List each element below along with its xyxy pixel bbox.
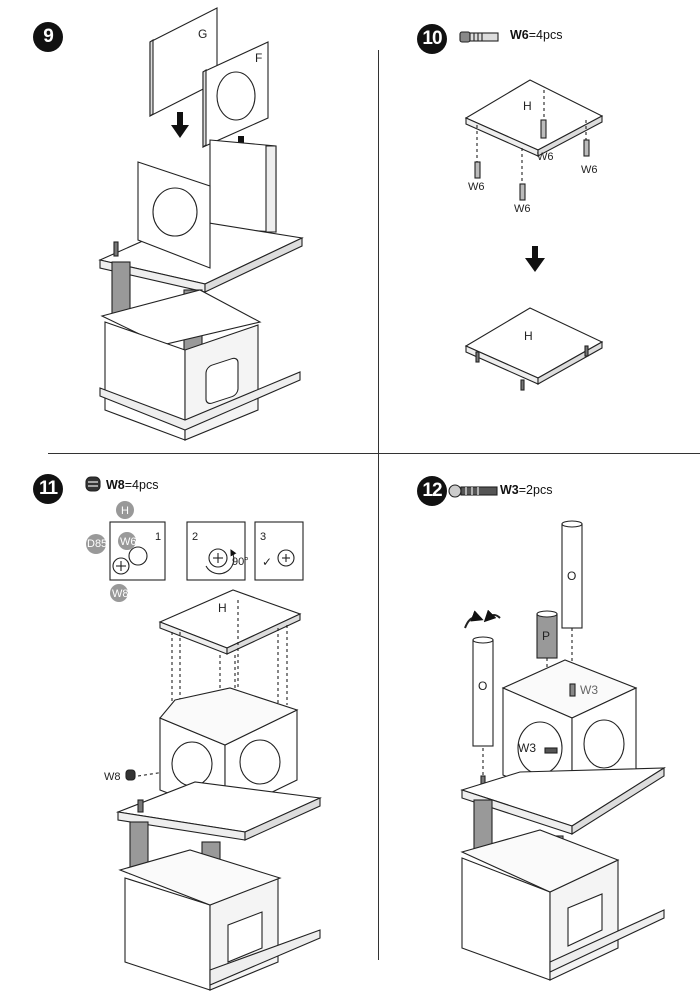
- cam-lock-w8: [125, 769, 136, 781]
- svg-text:W8: W8: [112, 588, 129, 600]
- svg-text:W3: W3: [518, 741, 536, 755]
- step-10-illustration: H W6 W6 W6 W6 H: [459, 31, 604, 391]
- step-10-parts: W6=4pcs: [510, 28, 562, 42]
- step-12-badge: 12: [417, 476, 447, 506]
- screw-w3: [569, 683, 576, 697]
- svg-text:H: H: [218, 601, 227, 615]
- cam-lock-w8-icon: [85, 476, 101, 492]
- svg-text:H: H: [523, 99, 532, 113]
- part-qty: =4pcs: [528, 28, 563, 42]
- svg-text:1: 1: [155, 531, 161, 543]
- svg-text:W6: W6: [581, 164, 598, 176]
- detail-inset-1: 1: [109, 521, 166, 581]
- down-arrow-icon: [525, 246, 545, 272]
- rotate-arrow-icon: [464, 610, 484, 629]
- svg-text:3: 3: [260, 531, 266, 543]
- detail-inset-2: 2 90°: [186, 521, 249, 581]
- panel-g-label: G: [198, 27, 207, 41]
- step-9-badge: 9: [33, 22, 63, 52]
- svg-text:P: P: [542, 629, 550, 643]
- board-h-assembled: [464, 307, 604, 379]
- label-h-bubble: [116, 501, 134, 519]
- part-code: W8: [106, 478, 125, 492]
- svg-text:90°: 90°: [232, 556, 249, 568]
- svg-text:H: H: [524, 329, 533, 343]
- screw-w6-icon: [459, 31, 499, 43]
- svg-text:✓: ✓: [262, 555, 272, 569]
- down-arrow-icon: [171, 112, 189, 138]
- step-11-badge: 11: [33, 474, 63, 504]
- detail-inset-3: 3 ✓: [254, 521, 304, 581]
- post-o-left: [472, 639, 494, 747]
- step-11-illustration: 1 2 90° 3 ✓ H D85 W6 W8 H: [85, 476, 322, 991]
- rotate-arrow-icon: [483, 609, 501, 623]
- panel-f-hole: [216, 71, 256, 121]
- label-w8-bubble: [110, 584, 128, 602]
- label-w6-bubble: [118, 532, 136, 550]
- svg-text:W6: W6: [514, 203, 531, 215]
- horizontal-divider: [48, 453, 700, 454]
- svg-text:W8: W8: [104, 771, 121, 783]
- screw-w3: [544, 747, 558, 754]
- svg-text:D85: D85: [87, 538, 107, 550]
- part-code: W3: [500, 483, 519, 497]
- step-11-parts: W8=4pcs: [106, 478, 158, 492]
- part-qty: =2pcs: [518, 483, 553, 497]
- svg-text:O: O: [567, 569, 576, 583]
- screw-w6: [519, 183, 526, 201]
- step-9-illustration: G F: [98, 7, 304, 441]
- part-code: W6: [510, 28, 529, 42]
- screw-w6: [583, 139, 590, 157]
- part-qty: =4pcs: [124, 478, 159, 492]
- screw-w3-icon: [448, 484, 498, 498]
- svg-text:W6: W6: [537, 151, 554, 163]
- step-12-illustration: O P O W3 W3: [448, 484, 666, 981]
- vertical-divider: [378, 50, 379, 960]
- board-h: [464, 79, 604, 151]
- svg-text:O: O: [478, 679, 487, 693]
- panel-f-label: F: [255, 51, 262, 65]
- svg-text:W3: W3: [580, 683, 598, 697]
- svg-text:W6: W6: [120, 536, 137, 548]
- label-d85-bubble: [86, 534, 106, 554]
- step-12-parts: W3=2pcs: [500, 483, 552, 497]
- svg-text:W6: W6: [468, 181, 485, 193]
- screw-w6: [474, 161, 481, 179]
- board-h: [158, 589, 302, 649]
- svg-text:H: H: [121, 505, 129, 517]
- step-10-badge: 10: [417, 24, 447, 54]
- svg-text:2: 2: [192, 531, 198, 543]
- screw-w6: [540, 119, 547, 139]
